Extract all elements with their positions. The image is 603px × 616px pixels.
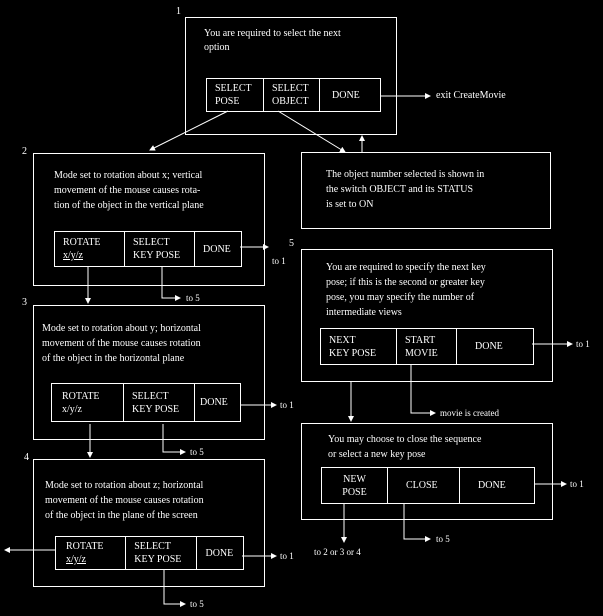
box6-close-or-new: You may choose to close the sequence or … bbox=[301, 423, 553, 520]
label-exit: exit CreateMovie bbox=[436, 90, 506, 101]
arrow-movie bbox=[410, 364, 436, 416]
box1-number: 1 bbox=[176, 6, 181, 17]
box5-line4: intermediate views bbox=[326, 307, 402, 318]
box2-line1: Mode set to rotation about x; vertical bbox=[54, 170, 203, 181]
label-b3-to5: to 5 bbox=[190, 447, 204, 457]
box4-line2: movement of the mouse causes rotation bbox=[45, 495, 204, 506]
box1-select-option: You are required to select the next opti… bbox=[185, 17, 397, 135]
arrow-b3-to5 bbox=[162, 424, 186, 455]
object-status-box: The object number selected is shown in t… bbox=[301, 152, 551, 229]
label-b4-to5: to 5 bbox=[190, 599, 204, 609]
box6-line1: You may choose to close the sequence bbox=[328, 434, 482, 445]
object-line3: is set to ON bbox=[326, 199, 374, 210]
box3-rotate-y: Mode set to rotation about y; horizontal… bbox=[33, 305, 265, 440]
box4-number: 4 bbox=[24, 452, 29, 463]
box3-number: 3 bbox=[22, 297, 27, 308]
box2-line3: tion of the object in the vertical plane bbox=[54, 200, 204, 211]
label-b2-to1: to 1 bbox=[272, 256, 286, 266]
box2-rotate-x: Mode set to rotation about x; vertical m… bbox=[33, 153, 265, 286]
box5-number: 5 bbox=[289, 238, 294, 249]
box5-line3: pose, you may specify the number of bbox=[326, 292, 475, 303]
arrow-to-box2 bbox=[149, 110, 229, 151]
box3-done-button[interactable]: DONE bbox=[200, 397, 228, 408]
box3-line3: of the object in the horizontal plane bbox=[42, 353, 185, 364]
close-button[interactable]: CLOSE bbox=[388, 468, 460, 503]
box4-line3: of the object in the plane of the screen bbox=[45, 510, 198, 521]
label-b4-to1: to 1 bbox=[280, 551, 294, 561]
box2-done-button[interactable]: DONE bbox=[203, 243, 231, 255]
box4-rotate-z: Mode set to rotation about z; horizontal… bbox=[33, 459, 265, 587]
label-to-2-3-4: to 2 or 3 or 4 bbox=[314, 547, 361, 557]
box4-done-button[interactable]: DONE bbox=[205, 547, 234, 559]
box1-line2: option bbox=[204, 42, 230, 53]
arrow-b6-to5 bbox=[403, 503, 431, 542]
box4-line1: Mode set to rotation about z; horizontal bbox=[45, 480, 204, 491]
label-b5-to1: to 1 bbox=[576, 339, 590, 349]
label-b2-to5: to 5 bbox=[186, 293, 200, 303]
box1-done-button[interactable]: DONE bbox=[332, 89, 360, 101]
box1-line1: You are required to select the next bbox=[204, 28, 341, 39]
box5-done-button[interactable]: DONE bbox=[475, 341, 503, 352]
box6-line2: or select a new key pose bbox=[328, 449, 426, 460]
box6-done-button[interactable]: DONE bbox=[478, 480, 506, 491]
box3-line1: Mode set to rotation about y; horizontal bbox=[42, 323, 201, 334]
box2-number: 2 bbox=[22, 146, 27, 157]
label-b6-to1: to 1 bbox=[570, 479, 584, 489]
box5-next-key-pose: You are required to specify the next key… bbox=[301, 249, 553, 382]
arrow-to-object-box bbox=[277, 110, 346, 153]
label-b3-to1: to 1 bbox=[280, 400, 294, 410]
box2-line2: movement of the mouse causes rota- bbox=[54, 185, 201, 196]
arrow-b2-to5 bbox=[161, 266, 181, 301]
box5-line2: pose; if this is the second or greater k… bbox=[326, 277, 485, 288]
label-b6-to5: to 5 bbox=[436, 534, 450, 544]
arrow-b4-to5 bbox=[163, 569, 186, 607]
box5-line1: You are required to specify the next key bbox=[326, 262, 486, 273]
object-line1: The object number selected is shown in bbox=[326, 169, 485, 180]
object-line2: the switch OBJECT and its STATUS bbox=[326, 184, 474, 195]
box3-line2: movement of the mouse causes rotation bbox=[42, 338, 201, 349]
label-movie-created: movie is created bbox=[440, 408, 499, 418]
